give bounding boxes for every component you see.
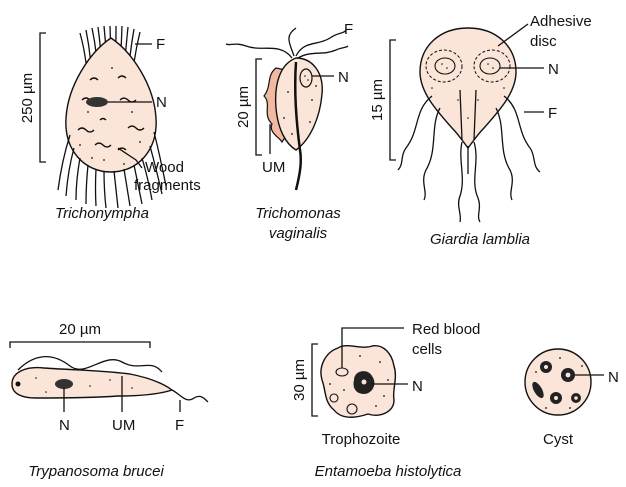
trichomonas-name-line2: vaginalis: [269, 225, 328, 242]
trypanosoma-kinetoplast: [16, 382, 21, 387]
entamoeba-label-n-troph: N: [412, 378, 423, 395]
entamoeba-label-n-cyst: N: [608, 369, 619, 386]
trichonympha-scale-label: 250 µm: [19, 73, 36, 123]
trypanosoma-body: [12, 368, 172, 398]
entamoeba-rbc-2: [330, 394, 338, 402]
entamoeba-troph-caption: Trophozoite: [322, 431, 401, 448]
trichomonas-label-um: UM: [262, 159, 285, 176]
entamoeba-troph-nucleolus: [362, 380, 367, 385]
trichomonas-scale-bar: [256, 59, 262, 155]
trichomonas-scale-label: 20 µm: [235, 86, 252, 128]
trichonympha-scale-bar: [40, 33, 46, 162]
trypanosoma-label-um: UM: [112, 417, 135, 434]
entamoeba-scale-bar: [312, 344, 318, 416]
trichomonas-flagella: [226, 28, 348, 58]
entamoeba-label-rbc-2: cells: [412, 341, 442, 358]
trichonympha-name: Trichonympha: [55, 205, 149, 222]
giardia-nucleus-left: [435, 58, 455, 74]
trichonympha-label-f: F: [156, 36, 165, 53]
giardia-label-f: F: [548, 105, 557, 122]
trypanosoma-scale-label: 20 µm: [59, 321, 101, 338]
trichonympha-label-wood-2: fragments: [134, 177, 201, 194]
entamoeba-group: 30 µm Red blood cells N Trophozoite: [291, 321, 619, 480]
giardia-label-disc-1: Adhesive: [530, 13, 592, 30]
giardia-group: 15 µm Adhesive disc N: [369, 13, 592, 248]
entamoeba-cyst-caption: Cyst: [543, 431, 574, 448]
trichonympha-nucleus: [86, 97, 108, 107]
trichomonas-name-line1: Trichomonas: [255, 205, 341, 222]
trypanosoma-label-n: N: [59, 417, 70, 434]
giardia-disc-leader: [498, 24, 528, 46]
trichonympha-body: [66, 38, 156, 172]
trichonympha-label-wood-1: Wood: [145, 159, 184, 176]
trypanosoma-group: 20 µm N UM F Trypanosoma brucei: [10, 321, 208, 480]
entamoeba-name: Entamoeba histolytica: [315, 463, 462, 480]
giardia-label-disc-2: disc: [530, 33, 557, 50]
trypanosoma-label-f: F: [175, 417, 184, 434]
trichonympha-group: 250 µm: [19, 26, 201, 222]
trichomonas-group: 20 µm N F UM Trichomonas vaginalis: [226, 21, 353, 242]
entamoeba-scale-label: 30 µm: [291, 359, 308, 401]
entamoeba-rbc-1: [336, 368, 348, 376]
trichomonas-nucleus: [300, 69, 312, 87]
giardia-scale-label: 15 µm: [369, 79, 386, 121]
trichomonas-label-f: F: [344, 21, 353, 38]
giardia-nucleus-right: [480, 58, 500, 74]
trichomonas-label-n: N: [338, 69, 349, 86]
entamoeba-label-rbc-1: Red blood: [412, 321, 480, 338]
giardia-name: Giardia lamblia: [430, 231, 530, 248]
trypanosoma-name: Trypanosoma brucei: [28, 463, 164, 480]
trichonympha-label-n: N: [156, 94, 167, 111]
trypanosoma-flagellum: [172, 390, 208, 402]
giardia-scale-bar: [390, 40, 396, 160]
entamoeba-rbc-3: [347, 404, 357, 414]
trypanosoma-nucleus: [55, 379, 73, 389]
trypanosoma-scale-bar: [10, 342, 150, 348]
giardia-label-n: N: [548, 61, 559, 78]
